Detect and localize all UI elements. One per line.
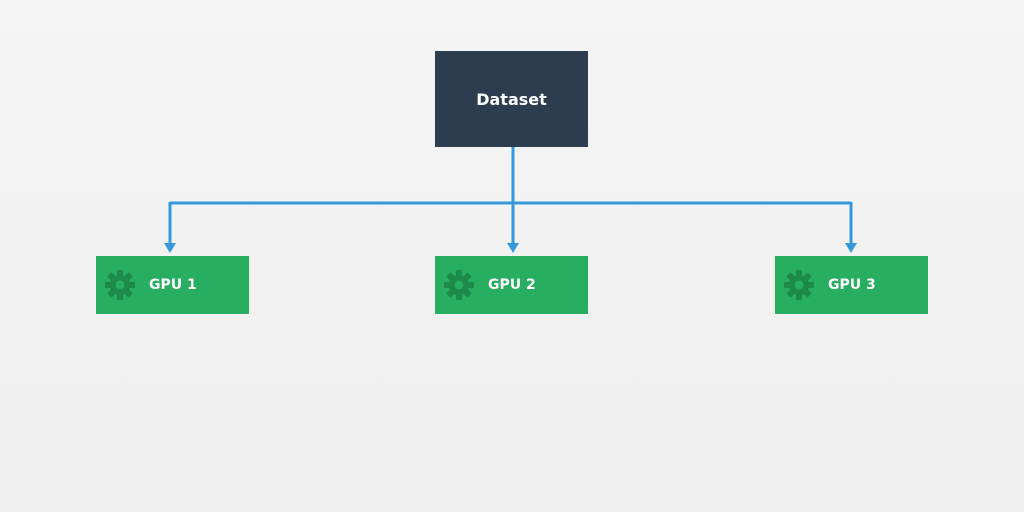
gpu-label: GPU 2: [488, 277, 536, 293]
gpu-label: GPU 3: [828, 277, 876, 293]
binary-pattern: 0101010 1010101: [435, 256, 588, 315]
gear-icon: [444, 270, 474, 300]
gear-icon: [105, 270, 135, 300]
dataset-label: Dataset: [476, 89, 547, 109]
binary-pattern: 0101010 1010101: [96, 256, 249, 315]
arrowhead-gpu-2: [507, 243, 519, 253]
arrowhead-gpu-3: [845, 243, 857, 253]
gpu-node-2: 0101010 1010101 GPU 2: [435, 256, 588, 314]
gpu-node-1: 0101010 1010101 GPU 1: [96, 256, 249, 314]
gpu-label: GPU 1: [149, 277, 197, 293]
gear-icon: [784, 270, 814, 300]
dataset-node: Dataset: [435, 51, 588, 147]
binary-pattern: 0101010 1010101: [775, 256, 928, 315]
arrowhead-gpu-1: [164, 243, 176, 253]
gpu-node-3: 0101010 1010101 GPU 3: [775, 256, 928, 314]
